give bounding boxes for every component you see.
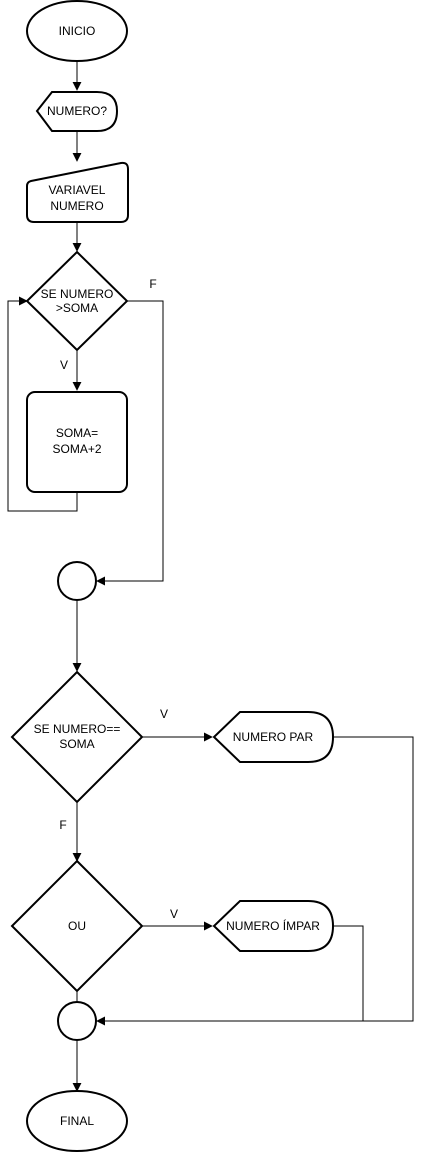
node-process-soma[interactable]: SOMA= SOMA+2 <box>26 391 128 493</box>
node-junction-1[interactable] <box>57 561 97 601</box>
node-input-numero-label: NUMERO? <box>47 104 107 118</box>
node-inicio[interactable]: INICIO <box>26 0 128 62</box>
edge-decision-false-to-junction <box>96 300 164 586</box>
node-input-numero[interactable]: NUMERO? <box>35 91 119 132</box>
node-decision-ou-label: OU <box>68 919 86 933</box>
node-decision-igual-line2: SOMA <box>59 737 94 751</box>
edge-label-igual-true: V <box>160 707 168 721</box>
node-variavel-line1: VARIAVEL <box>49 183 106 197</box>
node-decision-igual-line1: SE NUMERO== <box>34 722 121 736</box>
edge-label-igual-false: F <box>59 818 66 832</box>
edge-par-to-end-junction <box>96 736 414 1026</box>
node-decision-igual[interactable]: SE NUMERO== SOMA <box>10 670 144 804</box>
edge-labels: F V V F V <box>59 277 178 921</box>
node-decision-soma-line2: >SOMA <box>56 301 98 315</box>
edge-label-soma-false: F <box>149 277 156 291</box>
node-process-soma-line1: SOMA= <box>56 426 98 440</box>
edge-label-ou-true: V <box>170 907 178 921</box>
node-output-impar-label: NUMERO ÍMPAR <box>226 918 320 933</box>
node-inicio-label: INICIO <box>59 24 96 38</box>
edge-label-soma-true: V <box>60 358 68 372</box>
node-variavel-numero[interactable]: VARIAVEL NUMERO <box>26 161 129 223</box>
node-final-label: FINAL <box>60 1114 94 1128</box>
node-decision-soma-line1: SE NUMERO <box>41 287 114 301</box>
node-process-soma-line2: SOMA+2 <box>52 442 101 456</box>
edge-impar-to-end-junction <box>333 925 364 1021</box>
node-variavel-line2: NUMERO <box>50 199 103 213</box>
node-output-par[interactable]: NUMERO PAR <box>212 711 335 763</box>
node-output-impar[interactable]: NUMERO ÍMPAR <box>212 900 335 952</box>
node-junction-2[interactable] <box>57 1001 97 1041</box>
node-decision-soma[interactable]: SE NUMERO >SOMA <box>25 250 129 352</box>
edges <box>7 62 414 1092</box>
node-output-par-label: NUMERO PAR <box>233 730 314 744</box>
node-decision-ou[interactable]: OU <box>10 859 144 993</box>
edge-loop-back <box>7 296 78 512</box>
node-final[interactable]: FINAL <box>26 1090 128 1152</box>
